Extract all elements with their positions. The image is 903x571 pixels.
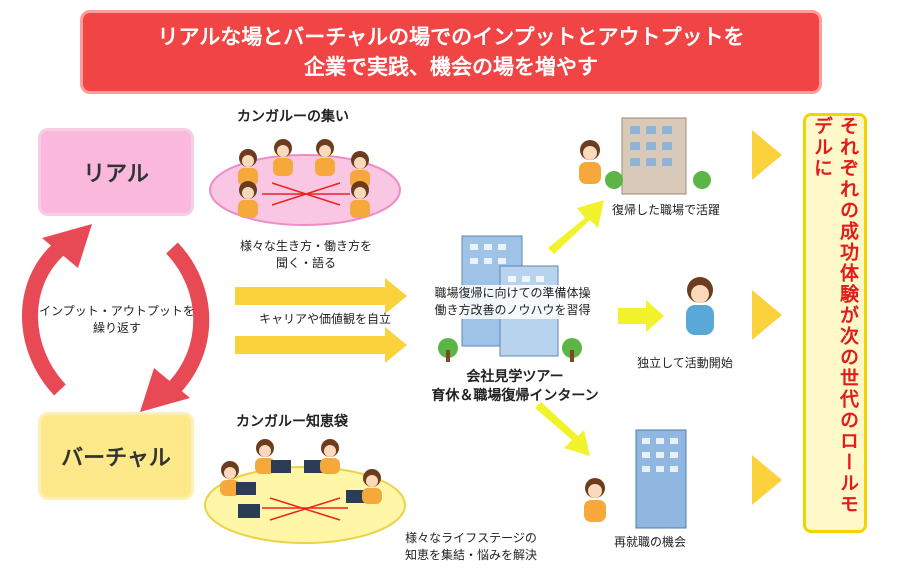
middle-arrow-upper: [235, 278, 407, 314]
program-title: 会社見学ツアー 育休＆職場復帰インターン: [400, 368, 630, 406]
result-text: それぞれの成功体験が次の世代のロールモデルに: [811, 116, 859, 515]
result-chevron-middle: [752, 290, 782, 340]
real-caption-line-1: 様々な生き方・働き方を: [239, 239, 372, 253]
cycle-caption-line-1: インプット・アウトプットを: [39, 304, 195, 318]
outcome-return: 復帰した職場で活躍: [611, 203, 720, 217]
banner-line-1: リアルな場とバーチャルの場でのインプットとアウトプットを: [157, 25, 745, 49]
arrow-to-reemploy: [535, 402, 590, 456]
return-person: [579, 140, 601, 184]
virtual-exchange-arrows: [262, 497, 348, 521]
real-group-ellipse: [209, 154, 401, 226]
arrow-to-return: [548, 200, 604, 254]
prep-line-2: 働き方改善のノウハウを習得: [434, 303, 591, 317]
cycle-caption-line-2: 繰り返す: [92, 321, 141, 335]
title-banner: リアルな場とバーチャルの場でのインプットとアウトプットを 企業で実践、機会の場を…: [80, 10, 822, 94]
real-caption-line-2: 聞く・語る: [275, 256, 336, 270]
cycle-arrow-left: [22, 224, 92, 396]
program-line-2: 育休＆職場復帰インターン: [431, 388, 599, 404]
virtual-group-caption: 様々なライフステージの 知恵を集結・悩みを解決: [386, 530, 556, 564]
outcome-reemploy: 再就職の機会: [613, 535, 686, 549]
return-building: [605, 117, 711, 195]
real-box: リアル: [38, 128, 194, 216]
virtual-group-heading: カンガルー知恵袋: [236, 414, 348, 430]
virtual-people-group: [220, 439, 382, 518]
cycle-caption: インプット・アウトプットを 繰り返す: [22, 303, 212, 337]
real-group-heading: カンガルーの集い: [237, 109, 349, 125]
prep-caption: 職場復帰に向けての準備体操 働き方改善のノウハウを習得: [420, 285, 605, 319]
reemploy-person: [584, 478, 606, 522]
prep-line-1: 職場復帰に向けての準備体操: [434, 286, 591, 300]
real-label: リアル: [83, 162, 149, 187]
middle-arrow-lower: [235, 327, 407, 363]
virtual-caption-line-2: 知恵を集結・悩みを解決: [404, 548, 537, 562]
reemploy-building: [635, 429, 687, 529]
real-exchange-arrows: [262, 182, 350, 206]
result-chevron-top: [752, 130, 782, 180]
virtual-caption-line-1: 様々なライフステージの: [405, 531, 537, 545]
real-group-caption: 様々な生き方・働き方を 聞く・語る: [216, 238, 396, 272]
virtual-box: バーチャル: [38, 412, 194, 500]
result-chevron-bottom: [752, 455, 782, 505]
banner-line-2: 企業で実践、機会の場を増やす: [304, 55, 598, 79]
outcome-independent: 独立して活動開始: [637, 356, 733, 370]
independent-person: [686, 277, 714, 335]
result-box: それぞれの成功体験が次の世代のロールモデルに: [803, 113, 867, 533]
real-people-group: [238, 139, 370, 218]
cycle-arrow-right: [140, 242, 210, 412]
program-line-1: 会社見学ツアー: [466, 369, 564, 385]
arrow-to-independent: [618, 300, 664, 332]
virtual-label: バーチャル: [61, 446, 171, 471]
arrow-caption: キャリアや価値観を自立: [258, 312, 391, 326]
